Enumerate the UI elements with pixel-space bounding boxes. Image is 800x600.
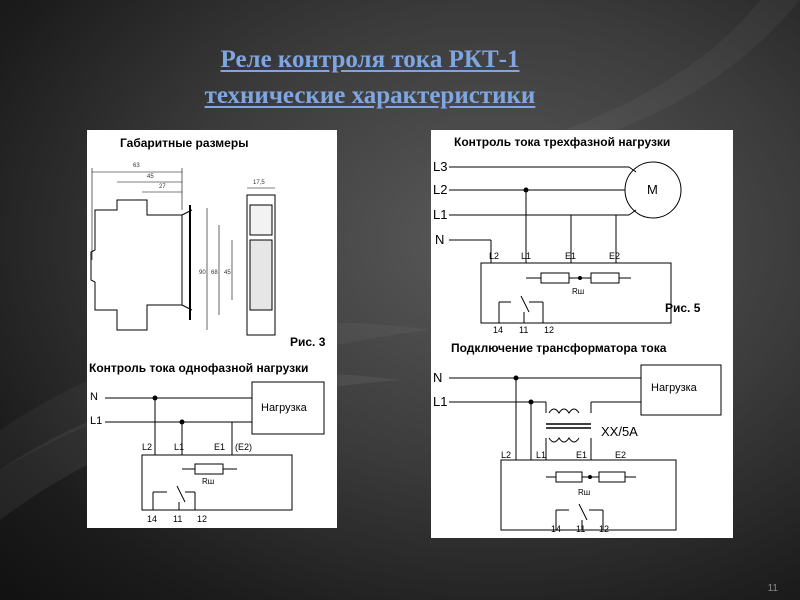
transformer-title: Подключение трансформатора тока (451, 341, 667, 355)
contact-11: 11 (173, 514, 183, 524)
load-label: Нагрузка (261, 402, 307, 414)
left-diagram-drawing (90, 168, 325, 511)
three-phase-title: Контроль тока трехфазной нагрузки (454, 135, 671, 149)
contact-14: 14 (493, 325, 504, 335)
dim-68: 68 (211, 270, 218, 276)
line-l1-label: L1 (433, 207, 448, 222)
figure-dimensions-and-single-phase: Габаритные размеры 63 45 27 17,5 90 68 4… (87, 130, 337, 528)
figure-three-phase-and-transformer: Контроль тока трехфазной нагрузки L3 L2 … (431, 130, 733, 538)
transformer-terminal-e1: E1 (576, 450, 588, 460)
transformer-terminal-l2: L2 (501, 450, 512, 460)
transformer-shunt-resistor-label: Rш (578, 488, 591, 497)
terminal-e1: E1 (565, 251, 577, 261)
line-l1-label: L1 (90, 415, 103, 427)
terminal-l1: L1 (174, 442, 185, 452)
terminal-l2: L2 (489, 251, 500, 261)
transformer-contact-12: 12 (599, 524, 610, 534)
slide-number: 11 (767, 583, 778, 594)
terminal-e1: E1 (214, 442, 226, 452)
terminal-l1: L1 (521, 251, 532, 261)
contact-12: 12 (197, 514, 208, 524)
right-diagram-drawing (449, 161, 722, 531)
transformer-contact-11: 11 (576, 524, 586, 534)
transformer-line-l1-label: L1 (433, 394, 448, 409)
dim-45: 45 (147, 174, 154, 180)
contact-12: 12 (544, 325, 555, 335)
terminal-l2: L2 (142, 442, 153, 452)
dim-90: 90 (199, 270, 206, 276)
line-l2-label: L2 (433, 182, 448, 197)
shunt-resistor-label: Rш (572, 287, 585, 296)
figure-5-caption: Рис. 5 (665, 301, 701, 315)
motor-label: M (647, 182, 658, 197)
transformer-load-label: Нагрузка (651, 382, 697, 394)
transformer-terminal-l1: L1 (536, 450, 547, 460)
figure-3-caption: Рис. 3 (290, 335, 326, 349)
shunt-resistor-label: Rш (202, 477, 215, 486)
dimensions-title: Габаритные размеры (120, 136, 249, 150)
line-n-label: N (90, 391, 98, 403)
slide-title: Реле контроля тока РКТ-1 (220, 46, 520, 73)
single-phase-title: Контроль тока однофазной нагрузки (89, 361, 309, 375)
slide-subtitle: технические характеристики (204, 82, 536, 109)
transformer-ratio: XX/5A (601, 424, 638, 439)
line-n-label: N (435, 232, 445, 247)
dim-17-5: 17,5 (253, 180, 265, 186)
terminal-e2: (E2) (235, 442, 253, 452)
transformer-line-n-label: N (433, 370, 443, 385)
contact-11: 11 (519, 325, 529, 335)
contact-14: 14 (147, 514, 158, 524)
dim-27: 27 (159, 184, 166, 190)
line-l3-label: L3 (433, 159, 448, 174)
transformer-terminal-e2: E2 (615, 450, 627, 460)
dim-63: 63 (133, 163, 140, 169)
terminal-e2: E2 (609, 251, 621, 261)
transformer-contact-14: 14 (551, 524, 562, 534)
dim-45-vertical: 45 (224, 270, 231, 276)
